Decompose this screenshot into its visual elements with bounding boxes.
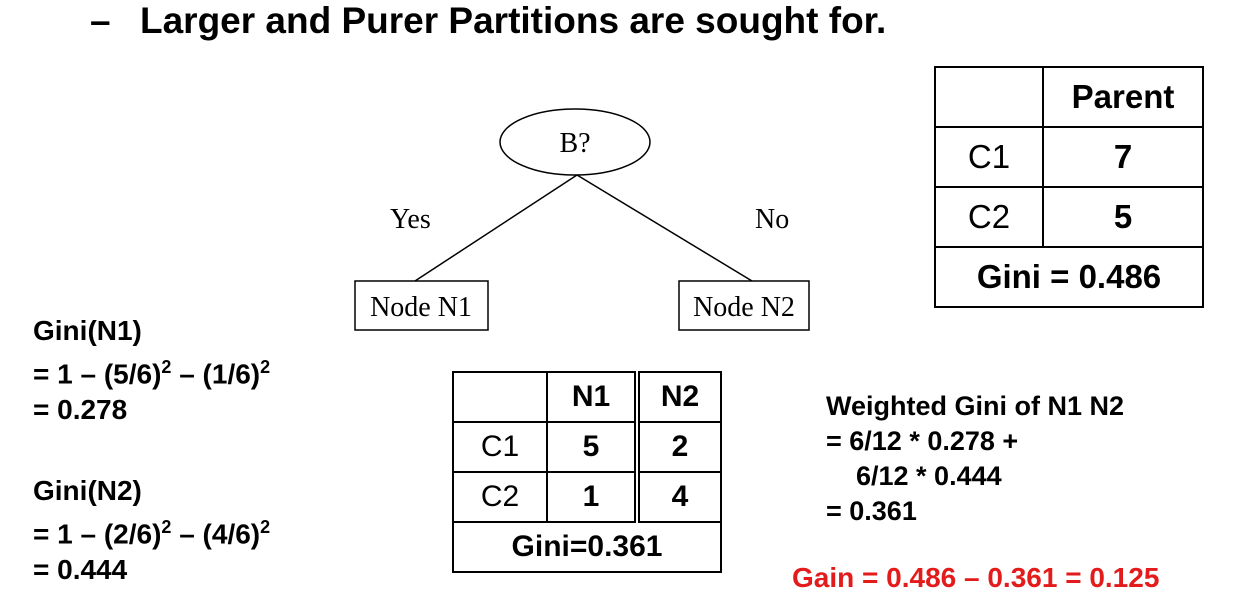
formula-part: = 1 – (5/6) <box>33 358 162 390</box>
table-cell-empty <box>452 371 548 423</box>
table-row: Gini=0.361 <box>452 521 722 573</box>
gain-result: Gain = 0.486 – 0.361 = 0.125 <box>792 562 1160 593</box>
slide-heading: –Larger and Purer Partitions are sought … <box>90 0 886 42</box>
parent-header: Parent <box>1042 66 1204 128</box>
weighted-gini-line: = 0.361 <box>826 496 917 526</box>
table-row: C1 5 2 <box>452 421 722 473</box>
weighted-gini-line: = 6/12 * 0.278 + <box>826 426 1019 456</box>
yes-branch <box>414 174 578 282</box>
formula-part: – (1/6) <box>171 358 261 390</box>
table-row: Gini = 0.486 <box>934 246 1204 308</box>
weighted-gini-title: Weighted Gini of N1 N2 <box>826 391 1125 421</box>
n2-count: 2 <box>636 421 722 473</box>
node-n1-box <box>354 280 489 331</box>
table-row: C1 7 <box>934 126 1204 188</box>
class-label: C1 <box>452 421 548 473</box>
weighted-gini-line: 6/12 * 0.444 <box>856 461 1002 491</box>
formula-exponent: 2 <box>161 517 172 537</box>
table-row: C2 1 4 <box>452 471 722 523</box>
gini-n1-calculation: Gini(N1) = 1 – (5/6)2 – (1/6)2 = 0.278 <box>33 313 270 428</box>
weighted-gini: Weighted Gini of N1 N2 = 6/12 * 0.278 + … <box>826 389 1124 529</box>
root-node-label: B? <box>559 128 590 159</box>
class-label: C2 <box>452 471 548 523</box>
heading-text: Larger and Purer Partitions are sought f… <box>140 0 887 41</box>
heading-bullet: – <box>90 0 111 41</box>
n2-header: N2 <box>636 371 722 423</box>
gini-n1-title: Gini(N1) <box>33 315 142 346</box>
parent-gini: Gini = 0.486 <box>934 246 1204 308</box>
gini-n2-title: Gini(N2) <box>33 475 142 506</box>
formula-exponent: 2 <box>260 517 271 537</box>
child-table: N1 N2 C1 5 2 C2 1 4 Gini=0.361 <box>452 371 722 573</box>
class-label: C1 <box>934 126 1044 188</box>
n1-count: 1 <box>546 471 640 523</box>
class-count: 7 <box>1042 126 1204 188</box>
n1-header: N1 <box>546 371 640 423</box>
n1-count: 5 <box>546 421 640 473</box>
root-node <box>499 108 651 176</box>
parent-table: Parent C1 7 C2 5 Gini = 0.486 <box>934 66 1204 308</box>
gini-n2-formula: = 1 – (2/6)2 – (4/6)2 <box>33 509 270 552</box>
formula-exponent: 2 <box>260 357 271 377</box>
gini-n1-formula: = 1 – (5/6)2 – (1/6)2 <box>33 349 270 392</box>
formula-exponent: 2 <box>161 357 172 377</box>
formula-part: = 1 – (2/6) <box>33 518 162 550</box>
class-label: C2 <box>934 186 1044 248</box>
no-branch <box>576 174 753 282</box>
table-cell-empty <box>934 66 1044 128</box>
yes-label: Yes <box>390 204 431 235</box>
gini-n2-calculation: Gini(N2) = 1 – (2/6)2 – (4/6)2 = 0.444 <box>33 473 270 588</box>
child-gini: Gini=0.361 <box>452 521 722 573</box>
gini-n1-result: = 0.278 <box>33 394 128 426</box>
gini-n2-result: = 0.444 <box>33 554 128 586</box>
class-count: 5 <box>1042 186 1204 248</box>
no-label: No <box>755 204 789 235</box>
node-n2-label: Node N2 <box>693 292 795 323</box>
table-row: Parent <box>934 66 1204 128</box>
table-row: C2 5 <box>934 186 1204 248</box>
formula-part: – (4/6) <box>171 518 261 550</box>
node-n1-label: Node N1 <box>370 292 472 323</box>
n2-count: 4 <box>636 471 722 523</box>
table-row: N1 N2 <box>452 371 722 423</box>
node-n2-box <box>678 280 810 331</box>
